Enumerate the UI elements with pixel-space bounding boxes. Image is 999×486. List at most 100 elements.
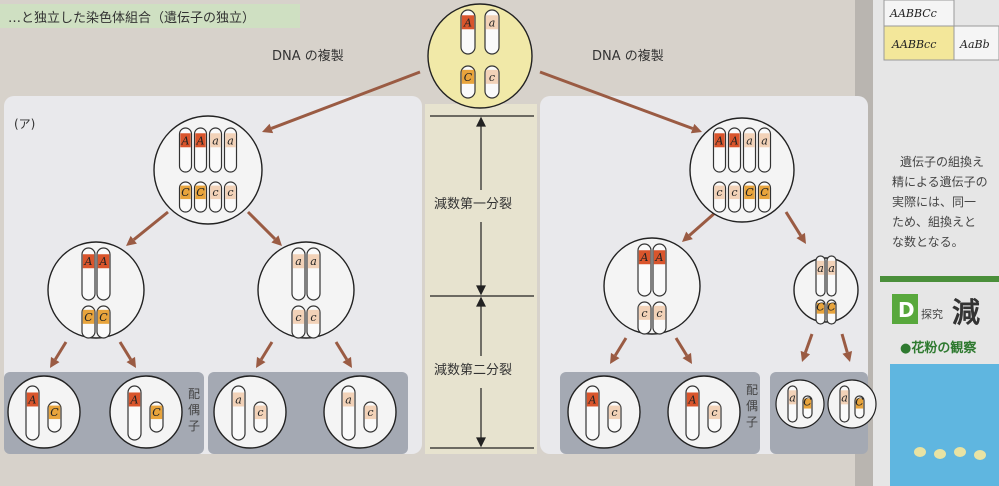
meiosis1-cell-1-chromosome-1-1-band <box>97 309 110 324</box>
replicated-cell-right-chromosome-1-3-band <box>759 185 770 200</box>
meiosis1-cell-3-membrane <box>603 237 701 335</box>
paragraph-line-1: 遺伝子の組換え <box>900 154 984 169</box>
gamete-8-chromosome-2-band <box>855 398 864 409</box>
gamete-3-chromosome-2-band <box>254 405 267 420</box>
gametes-label-right: 配 偶 子 <box>746 383 758 429</box>
gametes-r-char-1: 配 <box>746 383 758 397</box>
gamete-6-membrane <box>667 375 741 449</box>
gamete-3-chromosome-1-band <box>232 392 245 407</box>
meiosis1-cell-3-chromosome-0-0-allele: A <box>640 251 649 264</box>
gamete-4-chromosome-2-allele: c <box>367 406 373 419</box>
paragraph-line-3: 実際には、同一 <box>892 194 976 209</box>
replicated-cell-left-chromosome-0-1-band <box>195 133 206 148</box>
section-tag: 探究 <box>921 307 943 321</box>
meiosis-range-markers <box>430 115 534 449</box>
replicated-cell-right-chromosome-1-2-band <box>744 185 755 200</box>
gamete-7-chromosome-2-band <box>803 398 812 409</box>
meiosis1-cell-1-membrane <box>47 241 145 339</box>
gamete-2-chromosome-1-band <box>128 392 141 407</box>
replicated-cell-right-chromosome-1-1-band <box>729 185 740 200</box>
replicated-cell-right-membrane <box>689 117 795 223</box>
meiosis1-cell-3-chromosome-1-0-band <box>638 305 651 320</box>
gamete-4-membrane <box>323 375 397 449</box>
table-cell-1 <box>883 0 955 27</box>
parent-cell-chromosome-0-0-band <box>461 15 475 30</box>
section-heading: 減 <box>952 296 980 329</box>
meiosis1-cell-2-chromosome-0-1-allele: a <box>310 255 317 268</box>
gamete-7-chromosome-1-band <box>788 390 797 405</box>
meiosis1-cell-4-chromosome-0-1-allele: a <box>828 262 835 275</box>
arrow-meiosis2-6 <box>674 337 692 364</box>
table-cell-2 <box>883 25 955 61</box>
arrow-meiosis2-8 <box>840 333 853 362</box>
gamete-6: Ac <box>667 375 741 449</box>
gamete-1-chromosome-1-band <box>26 392 39 407</box>
gamete-5-chromosome-1-allele: A <box>588 393 597 406</box>
header-banner <box>0 4 300 28</box>
gametes-char-2: 偶 <box>188 403 200 417</box>
gamete-4-chromosome-1-band <box>342 392 355 407</box>
meiosis1-cell-4-chromosome-1-0-allele: C <box>816 301 825 314</box>
gamete-6-chromosome-2-band <box>708 405 721 420</box>
meiosis1-cell-3-chromosome-0-1-allele: A <box>655 251 664 264</box>
gamete-5-membrane <box>567 375 641 449</box>
gamete-8-membrane <box>827 379 877 429</box>
gamete-6-chromosome-1-allele: A <box>688 393 697 406</box>
paragraph-line-5: な数となる。 <box>892 234 964 249</box>
meiosis-second-label: 減数第二分裂 <box>434 362 512 378</box>
gametes-r-char-2: 偶 <box>746 399 758 413</box>
gamete-2-membrane <box>109 375 183 449</box>
gametes-char-1: 配 <box>188 387 200 401</box>
gamete-2-chromosome-1-allele: A <box>130 393 139 406</box>
replicated-cell-left-chromosome-1-3-allele: c <box>227 186 233 199</box>
meiosis1-cell-2-chromosome-1-1-allele: c <box>310 311 316 324</box>
meiosis1-cell-4-chromosome-0-1-band <box>827 260 836 275</box>
gamete-7-chromosome-1-allele: a <box>789 391 796 404</box>
replicated-cell-left-chromosome-0-3-allele: a <box>227 134 234 147</box>
meiosis1-cell-2-chromosome-1-0-band <box>292 309 305 324</box>
replicated-cell-right-chromosome-0-1-band <box>729 133 740 148</box>
gamete-6-chromosome-2-allele: c <box>711 406 717 419</box>
meiosis1-cell-2-chromosome-0-0-allele: a <box>295 255 302 268</box>
meiosis1-cell-2-chromosome-0-0-band <box>292 254 305 269</box>
replicated-cell-right-chromosome-0-3-band <box>759 133 770 148</box>
meiosis1-cell-1-chromosome-1-0-allele: C <box>84 311 93 324</box>
meiosis1-cell-1-chromosome-1-1-allele: C <box>99 311 108 324</box>
gamete-6-chromosome-1-band <box>686 392 699 407</box>
replicated-cell-left-chromosome-1-1-band <box>195 185 206 200</box>
meiosis1-cell-1-chromosome-0-0-allele: A <box>84 255 93 268</box>
gamete-5-chromosome-1-band <box>586 392 599 407</box>
arrow-meiosis2-4 <box>334 341 352 368</box>
replicated-cell-left-chromosome-0-0-allele: A <box>181 134 190 147</box>
replicated-cell-right-chromosome-0-1-allele: A <box>730 134 739 147</box>
replicated-cell-left-chromosome-0-2-allele: a <box>212 134 219 147</box>
gamete-8-chromosome-2-allele: C <box>855 396 864 409</box>
parent-cell-chromosome-1-1-allele: c <box>489 71 495 84</box>
gamete-3: ac <box>213 375 287 449</box>
replicated-cell-left-chromosome-1-3-band <box>225 185 236 200</box>
replicated-cell-left-chromosome-1-1-allele: C <box>196 186 205 199</box>
gametes-char-3: 子 <box>188 419 200 433</box>
gamete-3-membrane <box>213 375 287 449</box>
replicated-cell-right-chromosome-1-3-allele: C <box>760 186 769 199</box>
meiosis1-cell-1-chromosome-0-1-allele: A <box>99 255 108 268</box>
arrow-meiosis2-1 <box>50 341 68 368</box>
parent-cell-chromosome-1-0-allele: C <box>464 71 473 84</box>
replicated-cell-left-chromosome-0-1-allele: A <box>196 134 205 147</box>
replicated-cell-left-chromosome-0-0-band <box>180 133 191 148</box>
meiosis1-cell-3-chromosome-0-0-band <box>638 250 651 265</box>
arrow-meiosis1-left-b <box>246 210 282 246</box>
dna-replication-left-label: DNA の複製 <box>272 48 344 64</box>
arrow-meiosis1-right-b <box>784 211 806 244</box>
table-cell-2-text: AABBcc <box>891 38 936 51</box>
table-cell-3 <box>953 25 999 61</box>
parent-cell-chromosome-0-0-allele: A <box>463 16 472 29</box>
arrow-meiosis1-left-a <box>126 210 169 246</box>
parent-cell-chromosome-1-0-band <box>461 69 475 84</box>
